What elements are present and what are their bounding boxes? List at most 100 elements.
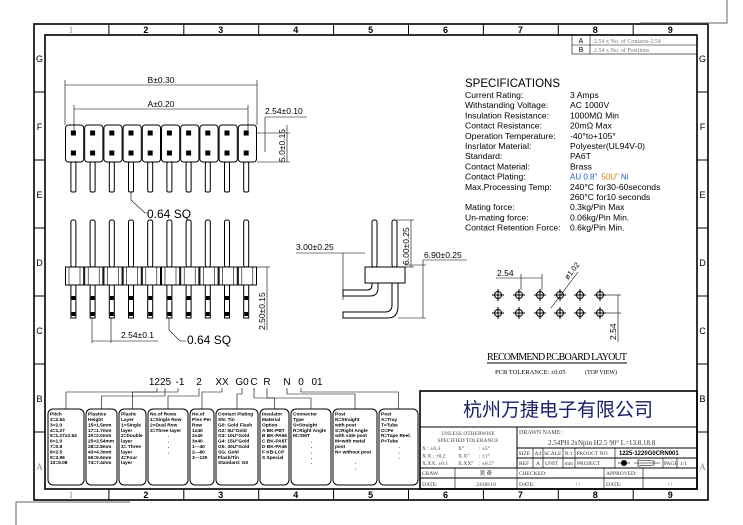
spec-label: Insulation Resistance: [465,110,549,120]
row-label-left: F [37,122,43,132]
pin [128,161,134,193]
tolerance-cell: : ±5° [479,445,490,452]
spec-label: Max.Processing Temp: [465,182,552,192]
code-option-title: Plastice Height [88,412,107,423]
pin [147,161,154,193]
code-option-line: G2: 5U"Gold [218,428,247,434]
spec-value: Brass [570,161,592,171]
size-value: A4 [535,451,542,457]
dim-pcb-pitch-y: 2.54 [608,323,618,340]
pcb-hole [574,307,586,319]
svg-text:AU 0.8"50U"Ni: AU 0.8"50U"Ni [570,173,629,182]
code-option-line: F KB-LCP [262,449,285,455]
row-label-right: E [699,190,705,200]
code-option-line: G3: 10U"Gold [218,433,249,439]
pcb-hole [594,289,606,301]
spec-value: 0.6kg/Pin Min. [570,223,624,233]
part-code-segment: R [263,377,270,388]
code-option-line: 74=7.4mm [88,460,111,466]
code-option-line: SN: Tin [218,417,235,423]
spec-label: Operation Temperature: [465,131,556,141]
code-option-line: R=Right Angle [293,428,326,434]
column-label-bottom: 3 [218,490,223,500]
pin [224,161,230,193]
pcb-tolerance: PCB TOLERANCE: ±0.05 [495,369,566,376]
pin [108,161,115,193]
unit-label: UNIT [545,461,559,467]
code-option-line: . [399,445,400,450]
code-option-line: 3x40 [192,439,203,445]
checked-date-label: DATE: [519,482,535,488]
pin [185,219,192,268]
code-option-line: 2x40 [192,433,203,439]
code-option-line: G4: 15U"Gold [218,439,249,445]
drawn-name: 2.54PH 2xNpin H2.5 90° L=13.8,18.8 [548,439,656,447]
code-option-line: 2=2.54 [50,417,65,423]
code-option-line: 1x40 [192,428,203,434]
code-option-title: Contact Plating [218,412,253,418]
pin [108,219,115,268]
row-label-right: B [699,394,705,404]
column-label-top: 6 [443,25,448,35]
pin [243,161,250,193]
code-option-line: C BK-PA6T [262,439,287,445]
tolerance-cell: : ±0.5° [479,460,494,467]
code-leader-line [266,388,312,409]
row-label-left: A [36,462,43,472]
column-label-top: 4 [293,25,298,35]
code-option-line: N= without post [335,449,372,455]
scale-label: SCALE [544,451,562,457]
housing-cell [84,266,104,286]
code-leader-line [253,388,275,409]
revision-b-text: 2.54 x No. of Positions [594,47,650,54]
code-option-line: . [311,450,312,455]
part-code-segment: C [250,377,257,388]
code-option-line: post [335,444,346,450]
code-option-line: 66=6.6mm [88,455,111,461]
pin [128,219,134,268]
code-option-line: . [399,450,400,455]
column-label-bottom: 1 [69,490,74,500]
part-code-segment: 1225 [149,377,172,388]
pin [70,284,77,319]
code-option-line: . [399,456,400,461]
pcb-hole [554,289,566,301]
code-option-line: 3=Three layer [150,428,181,434]
code-option-line: A BK-PBT [262,428,285,434]
tolerance-cell: X.X° [458,453,470,460]
code-option-line: 17=1.7mm [88,428,111,434]
code-option-line: S=Straight [293,422,318,428]
revision-a-id: A [579,38,584,45]
code-option-title: Pitch [50,412,62,418]
spec-label: Current Rating: [465,90,523,100]
code-option-line: 6=1.0 [50,439,62,445]
pin [185,161,192,193]
title-block: 杭州万捷电子有限公司 UNLESS OTHERWISE SPECIFIED TO… [419,390,698,490]
code-option-line: Standard: G0 [218,460,248,466]
spec-value: 1000MΩ Min [570,110,619,120]
code-option-line: 3=2.0 [50,422,62,428]
code-option-line: S=Right Angle [335,428,368,434]
specs-title: SPECIFICATIONS [465,78,560,90]
code-option-line: 8=2.5 [50,449,62,455]
code-option-box: Plastic Layer1=Singlelayer2=Doublelayer3… [118,408,147,486]
code-option-line: . [311,456,312,461]
spec-label: Contact Retention Force: [465,223,561,233]
pin [70,219,77,268]
row-label-right: G [699,54,706,64]
code-option-box: Pitch2=2.543=2.04=1.275=1.27x2.546=1.07=… [47,408,85,486]
housing-cell [237,266,258,286]
spec-label: Contact Resistance: [465,121,542,131]
pin [204,284,211,319]
pin [204,219,211,268]
spec-value: 0.06kg/Pin Min. [570,212,629,222]
column-label-top: 9 [668,25,673,35]
project-label: PROJECT [577,461,601,467]
code-option-line: R=Tape Reel. [381,433,411,439]
code-option-line: S Special [262,455,283,461]
pin [89,284,96,319]
